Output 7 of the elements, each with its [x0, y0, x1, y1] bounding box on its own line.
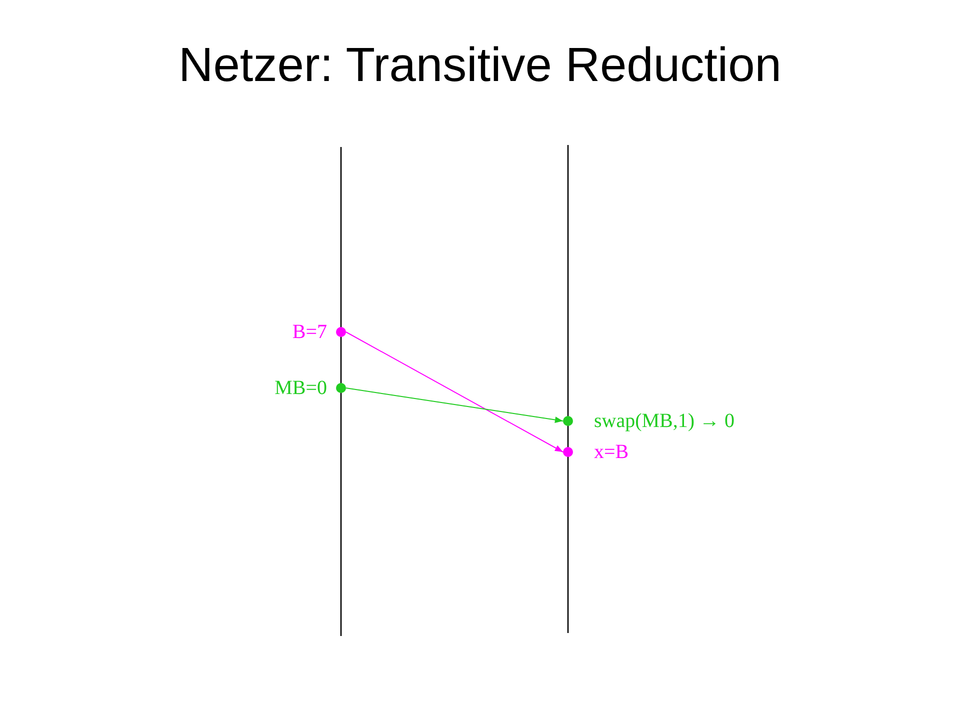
title: Netzer: Transitive Reduction	[178, 38, 782, 94]
event-label: MB=0	[274, 376, 327, 400]
arrow	[346, 332, 564, 452]
event-label: swap(MB,1) → 0	[594, 409, 735, 433]
arrow	[346, 388, 564, 423]
event-label: B=7	[292, 320, 327, 344]
event-label: x=B	[594, 440, 629, 464]
